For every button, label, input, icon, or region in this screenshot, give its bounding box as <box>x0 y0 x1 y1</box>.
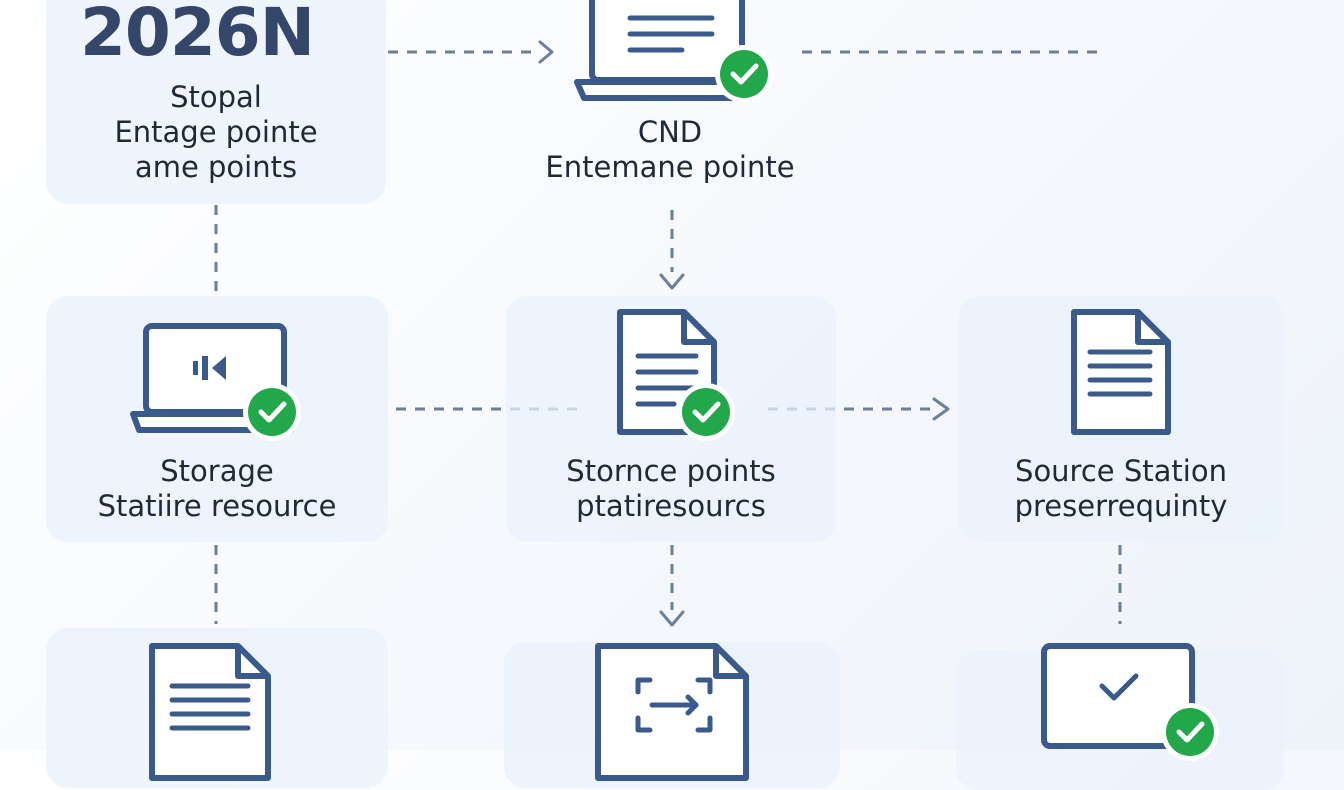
node-label-line: ptatiresourcs <box>576 489 766 523</box>
node-label-line: Entemane pointe <box>545 150 795 184</box>
arrowhead-down <box>659 273 685 290</box>
node-label-line: Stopal <box>170 80 262 114</box>
monitor-check-icon <box>1041 643 1219 761</box>
node-label-line: Stornce points <box>566 454 776 488</box>
arrowhead-right <box>932 397 950 421</box>
document-scan-icon <box>595 643 749 781</box>
node-label-line: Entage pointe <box>114 115 318 149</box>
diagram-title: 2026N <box>80 0 315 71</box>
document-icon <box>1071 309 1171 435</box>
arrowhead-down <box>659 610 685 627</box>
node-cnd-label: CND Entemane pointe <box>500 115 840 185</box>
node-stornce-points-label: Stornce points ptatiresourcs <box>506 454 836 524</box>
document-icon <box>149 643 271 781</box>
node-label-line: Storage <box>160 454 274 488</box>
node-source-station-label: Source Station preserrequinty <box>958 454 1284 524</box>
node-stopal-label: Stopal Entage pointe ame points <box>46 80 386 185</box>
arrowhead-right <box>538 40 554 64</box>
node-label-line: Source Station <box>1015 454 1227 488</box>
node-label-line: preserrequinty <box>1014 489 1228 523</box>
node-storage-label: Storage Statiire resource <box>46 454 388 524</box>
node-label-line: ame points <box>134 150 298 184</box>
node-label-line: CND <box>637 115 703 149</box>
laptop-doc-check-icon <box>574 0 773 103</box>
node-label-line: Statiire resource <box>97 489 337 523</box>
document-check-icon <box>617 309 735 441</box>
node-card-stopal <box>46 0 386 204</box>
laptop-audio-check-icon <box>130 323 301 441</box>
